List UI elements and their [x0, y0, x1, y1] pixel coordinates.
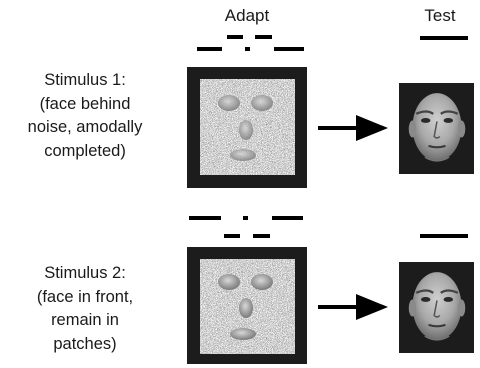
dash-segment [272, 216, 303, 220]
dash-segment [274, 47, 304, 51]
face-patch [218, 95, 240, 111]
stimulus-2-dash-pattern [189, 216, 303, 238]
face-patch [230, 149, 256, 161]
test-bar-2 [420, 234, 468, 238]
face-patch [218, 274, 240, 290]
dash-segment [243, 216, 248, 220]
stimulus-2-line-1: Stimulus 2: [44, 264, 126, 282]
stimulus-2-line-4: patches) [53, 334, 117, 353]
stimulus-1-label: Stimulus 1: (face behind noise, amodally… [0, 69, 170, 163]
stimulus-1-adapt-image [187, 67, 307, 188]
stimulus-1-test-image [399, 83, 474, 174]
adapt-header: Adapt [224, 6, 270, 25]
stimulus-2-label: Stimulus 2: (face in front, remain in pa… [0, 262, 170, 356]
face-patch [251, 274, 273, 290]
face-patch [239, 120, 253, 140]
stimulus-1-line-1: Stimulus 1: [44, 71, 126, 89]
right-arrow-icon [318, 115, 388, 141]
stimulus-2-test-image [399, 262, 474, 353]
stimulus-1-line-4: completed) [44, 141, 126, 160]
dash-segment [189, 216, 221, 220]
test-bar-1 [420, 36, 468, 40]
stimulus-2-adapt-image [187, 247, 307, 364]
stimulus-1-line-3: noise, amodally [27, 118, 143, 136]
right-arrow-icon [318, 294, 388, 320]
face-patch [251, 95, 273, 111]
dash-segment [245, 47, 250, 51]
stimulus-1-line-2: (face behind [39, 94, 131, 113]
dash-segment [197, 47, 222, 51]
dash-segment [255, 35, 272, 39]
stimulus-2-line-2: (face in front, [36, 287, 134, 306]
dash-segment [227, 35, 243, 39]
stimulus-2-line-3: remain in [51, 311, 119, 329]
test-header: Test [424, 6, 456, 25]
face-patch [239, 298, 253, 318]
dash-segment [253, 234, 270, 238]
stimulus-1-dash-pattern [197, 35, 304, 51]
face-patch [230, 328, 256, 340]
dash-segment [224, 234, 240, 238]
